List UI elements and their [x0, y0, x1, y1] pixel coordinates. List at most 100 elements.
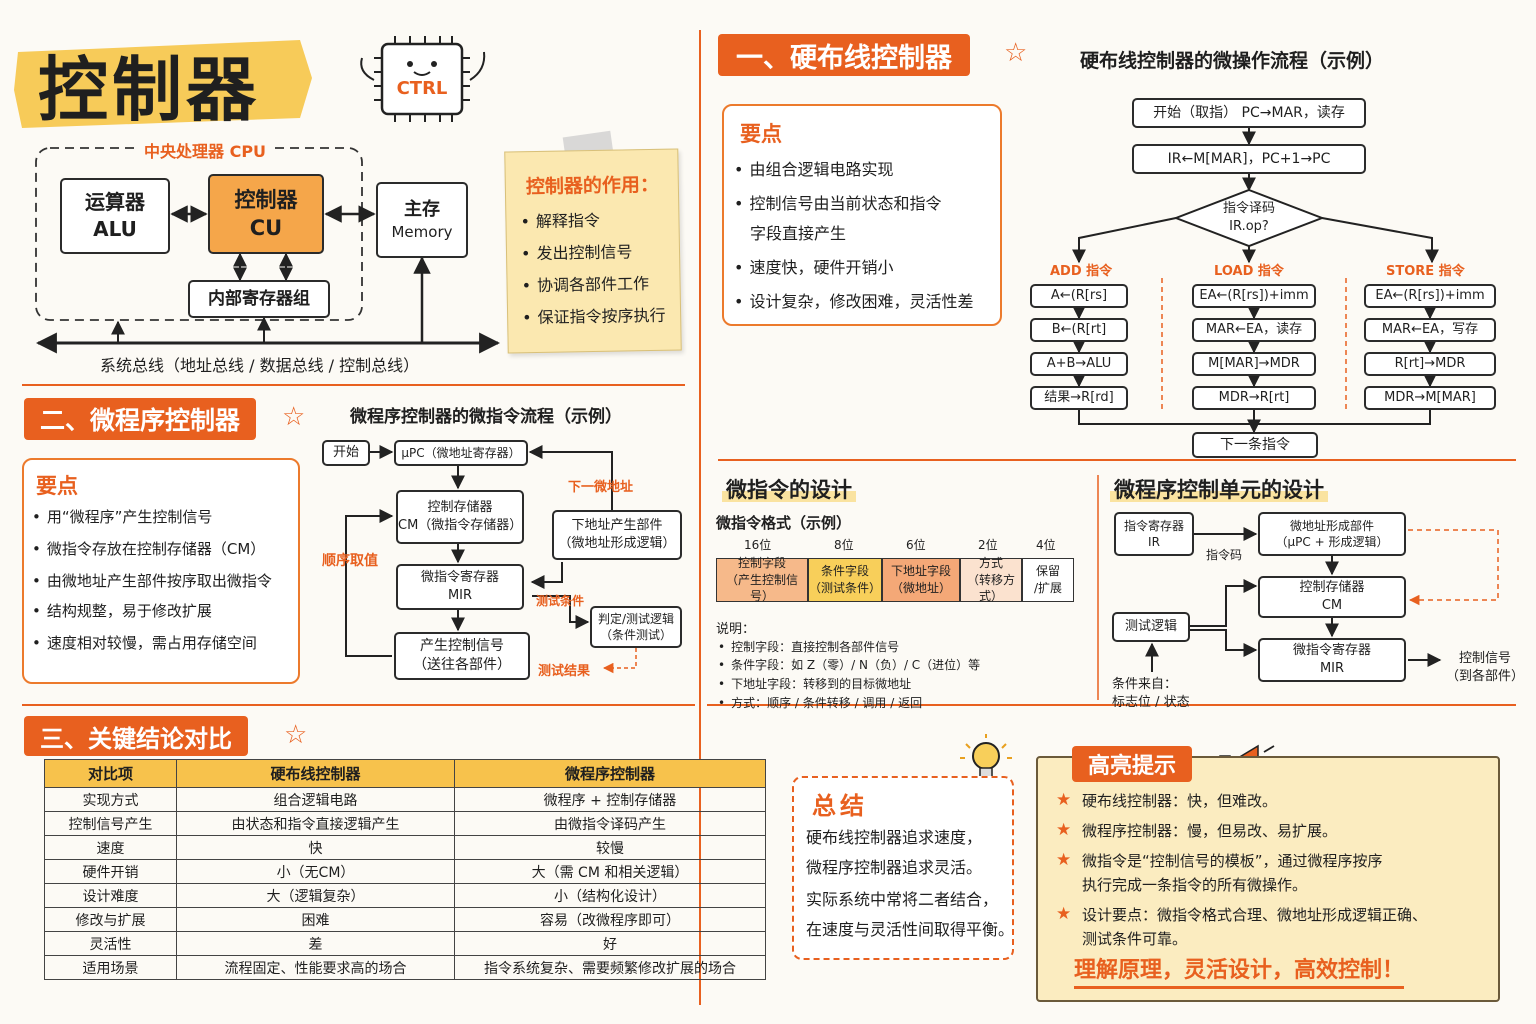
table-header-row: 对比项 硬布线控制器 微程序控制器 — [44, 759, 766, 788]
note-item: 条件字段：如 Z（零）/ N（负）/ C（进位）等 — [718, 656, 980, 673]
field-control: 控制字段（产生控制信号） — [716, 556, 808, 603]
highlight-item-cont: 测试条件可靠。 — [1082, 930, 1188, 948]
table-row: 灵活性差好 — [44, 931, 766, 956]
load-step: MDR→R[rt] — [1192, 386, 1316, 410]
seq-fetch-label: 顺序取值 — [322, 553, 378, 569]
cpu-label: 中央处理器 CPU — [138, 138, 273, 162]
hardwired-flow-title: 硬布线控制器的微操作流程（示例） — [1080, 50, 1385, 72]
add-step: A+B→ALU — [1030, 352, 1128, 376]
field-bits: 2位 — [978, 538, 998, 552]
add-step: B←(R[rt] — [1030, 318, 1128, 342]
table-row: 速度快较慢 — [44, 835, 766, 860]
table-row: 设计难度大（逻辑复杂）小（结构化设计） — [44, 883, 766, 908]
highlight-title: 高亮提示 — [1072, 746, 1193, 782]
load-step: MAR←EA，读存 — [1192, 318, 1316, 342]
branch-add-label: ADD 指令 — [1050, 264, 1113, 279]
store-step: R[rt]→MDR — [1364, 352, 1496, 376]
highlight-item: 微指令是“控制信号的模板”，通过微程序按序 — [1082, 852, 1383, 870]
hardwired-header: 一、硬布线控制器 — [718, 34, 970, 76]
field-reserved: 保留/扩展 — [1022, 558, 1074, 602]
table-row: 适用场景流程固定、性能要求高的场合指令系统复杂、需要频繁修改扩展的场合 — [44, 955, 766, 980]
micro-point: 微指令存放在控制存储器（CM） — [32, 538, 265, 559]
load-step: EA←(R[rs])+imm — [1192, 284, 1316, 308]
branch-load-label: LOAD 指令 — [1214, 264, 1284, 279]
field-mode: 方式（转移方式） — [960, 556, 1022, 603]
star-icon: ★ — [1056, 904, 1072, 924]
summary-card — [792, 776, 1014, 960]
next-microaddr-label: 下一微地址 — [568, 480, 634, 495]
title-brush — [14, 40, 312, 128]
micro-start: 开始 — [322, 440, 370, 466]
opcode-label: 指令码 — [1206, 548, 1243, 562]
store-step: EA←(R[rs])+imm — [1364, 284, 1496, 308]
hardwired-point-cont: 字段直接产生 — [750, 224, 847, 243]
test-result-label: 测试结果 — [538, 664, 591, 679]
field-condition: 条件字段（测试条件） — [808, 558, 882, 602]
table-header: 硬布线控制器 — [176, 759, 455, 788]
cond-source-label: 条件来自：标志位 / 状态 — [1112, 677, 1190, 711]
upc-box: μPC（微地址寄存器） — [394, 440, 528, 466]
star-icon: ☆ — [1004, 38, 1028, 68]
table-row: 修改与扩展困难容易（改微程序即可） — [44, 907, 766, 932]
highlight-slogan: 理解原理，灵活设计，高效控制！ — [1074, 952, 1405, 989]
system-bus-label: 系统总线（地址总线 / 数据总线 / 控制总线） — [100, 356, 420, 375]
summary-line: 实际系统中常将二者结合， — [806, 890, 999, 909]
field-bits: 4位 — [1036, 538, 1056, 552]
unit-test-box: 测试逻辑 — [1112, 612, 1190, 642]
branch-store-label: STORE 指令 — [1386, 264, 1465, 279]
highlight-item: 微程序控制器：慢，但易改、易扩展。 — [1082, 822, 1338, 840]
hardwired-point: 设计复杂，修改困难，灵活性差 — [734, 288, 973, 312]
flow-fetch: IR←M[MAR]，PC+1→PC — [1132, 144, 1366, 174]
signal-out-label: 控制信号（到各部件） — [1446, 651, 1525, 685]
load-step: M[MAR]→MDR — [1192, 352, 1316, 376]
signal-gen-box: 产生控制信号（送往各部件） — [394, 632, 530, 680]
table-row: 控制信号产生由状态和指令直接逻辑产生由微指令译码产生 — [44, 811, 766, 836]
store-step: MAR←EA，写存 — [1364, 318, 1496, 342]
star-icon: ★ — [1056, 820, 1072, 840]
hardwired-point: 速度快，硬件开销小 — [734, 254, 893, 278]
hardwired-point: 由组合逻辑电路实现 — [734, 156, 893, 180]
store-step: MDR→M[MAR] — [1364, 386, 1496, 410]
micro-points-title: 要点 — [36, 474, 78, 498]
table-row: 硬件开销小（无CM）大（需 CM 和相关逻辑） — [44, 859, 766, 884]
unit-addr-gen-box: 微地址形成部件（μPC + 形成逻辑） — [1258, 512, 1406, 556]
next-addr-box: 下地址产生部件（微地址形成逻辑） — [552, 510, 682, 560]
comparison-table: 对比项 硬布线控制器 微程序控制器 实现方式组合逻辑电路微程序 + 控制存储器 … — [44, 759, 766, 980]
page-title: 控制器 — [38, 49, 260, 131]
compare-header: 三、关键结论对比 — [24, 716, 248, 756]
field-next-address: 下地址字段（微地址） — [882, 558, 960, 602]
note-item: 控制字段：直接控制各部件信号 — [718, 638, 899, 655]
flow-start: 开始（取指） PC→MAR，读存 — [1132, 98, 1366, 128]
chip-mascot — [360, 36, 486, 122]
notes-title: 说明： — [716, 622, 756, 637]
summary-line: 微程序控制器追求灵活。 — [806, 858, 983, 877]
star-icon: ★ — [1056, 790, 1072, 810]
uinst-title: 微指令的设计 — [722, 474, 856, 504]
summary-title: 总结 — [812, 792, 868, 820]
highlight-item: 硬布线控制器：快，但难改。 — [1082, 792, 1278, 810]
star-icon: ★ — [1056, 850, 1072, 870]
field-bits: 16位 — [744, 538, 772, 552]
table-row: 实现方式组合逻辑电路微程序 + 控制存储器 — [44, 787, 766, 812]
micro-point: 速度相对较慢，需占用存储空间 — [32, 632, 257, 653]
micro-flow-title: 微程序控制器的微指令流程（示例） — [350, 407, 622, 427]
star-icon: ☆ — [282, 402, 306, 432]
summary-line: 硬布线控制器追求速度， — [806, 828, 983, 847]
table-header: 对比项 — [44, 759, 177, 788]
highlight-item: 设计要点：微指令格式合理、微地址形成逻辑正确、 — [1082, 906, 1428, 924]
judge-box: 判定/测试逻辑（条件测试） — [590, 606, 682, 648]
add-step: A←(R[rs] — [1030, 284, 1128, 308]
table-header: 微程序控制器 — [454, 759, 766, 788]
hardwired-point: 控制信号由当前状态和指令 — [734, 190, 941, 214]
micro-point: 结构规整，易于修改扩展 — [32, 600, 212, 621]
micro-header: 二、微程序控制器 — [24, 398, 257, 440]
